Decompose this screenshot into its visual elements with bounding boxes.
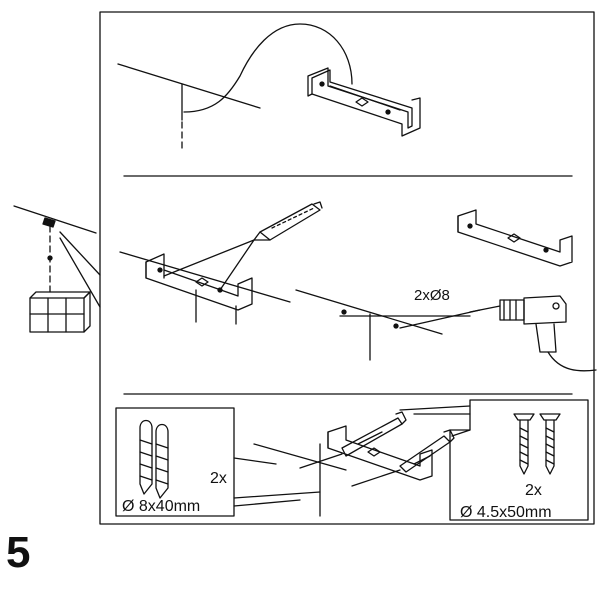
wall-plugs-size: Ø 8x40mm	[122, 498, 200, 515]
panel-2-drill: 2xØ8	[119, 201, 597, 372]
wall-plugs-box	[115, 407, 235, 517]
wall-plug-icon	[139, 419, 169, 499]
screws-quantity: 2x	[525, 482, 542, 499]
panel-3-fasten: 2x Ø 8x40mm 2x	[115, 399, 589, 521]
panel-1-mark-wall	[117, 23, 421, 153]
drill-size-label: 2xØ8	[414, 287, 450, 304]
screws-size: Ø 4.5x50mm	[460, 504, 552, 521]
main-panel-frame	[99, 11, 595, 525]
screw-icon	[513, 413, 561, 475]
overview-thumbnail	[13, 205, 101, 333]
step-number: 5	[6, 528, 31, 577]
wall-plugs-quantity: 2x	[210, 470, 227, 487]
screws-box	[449, 399, 589, 521]
